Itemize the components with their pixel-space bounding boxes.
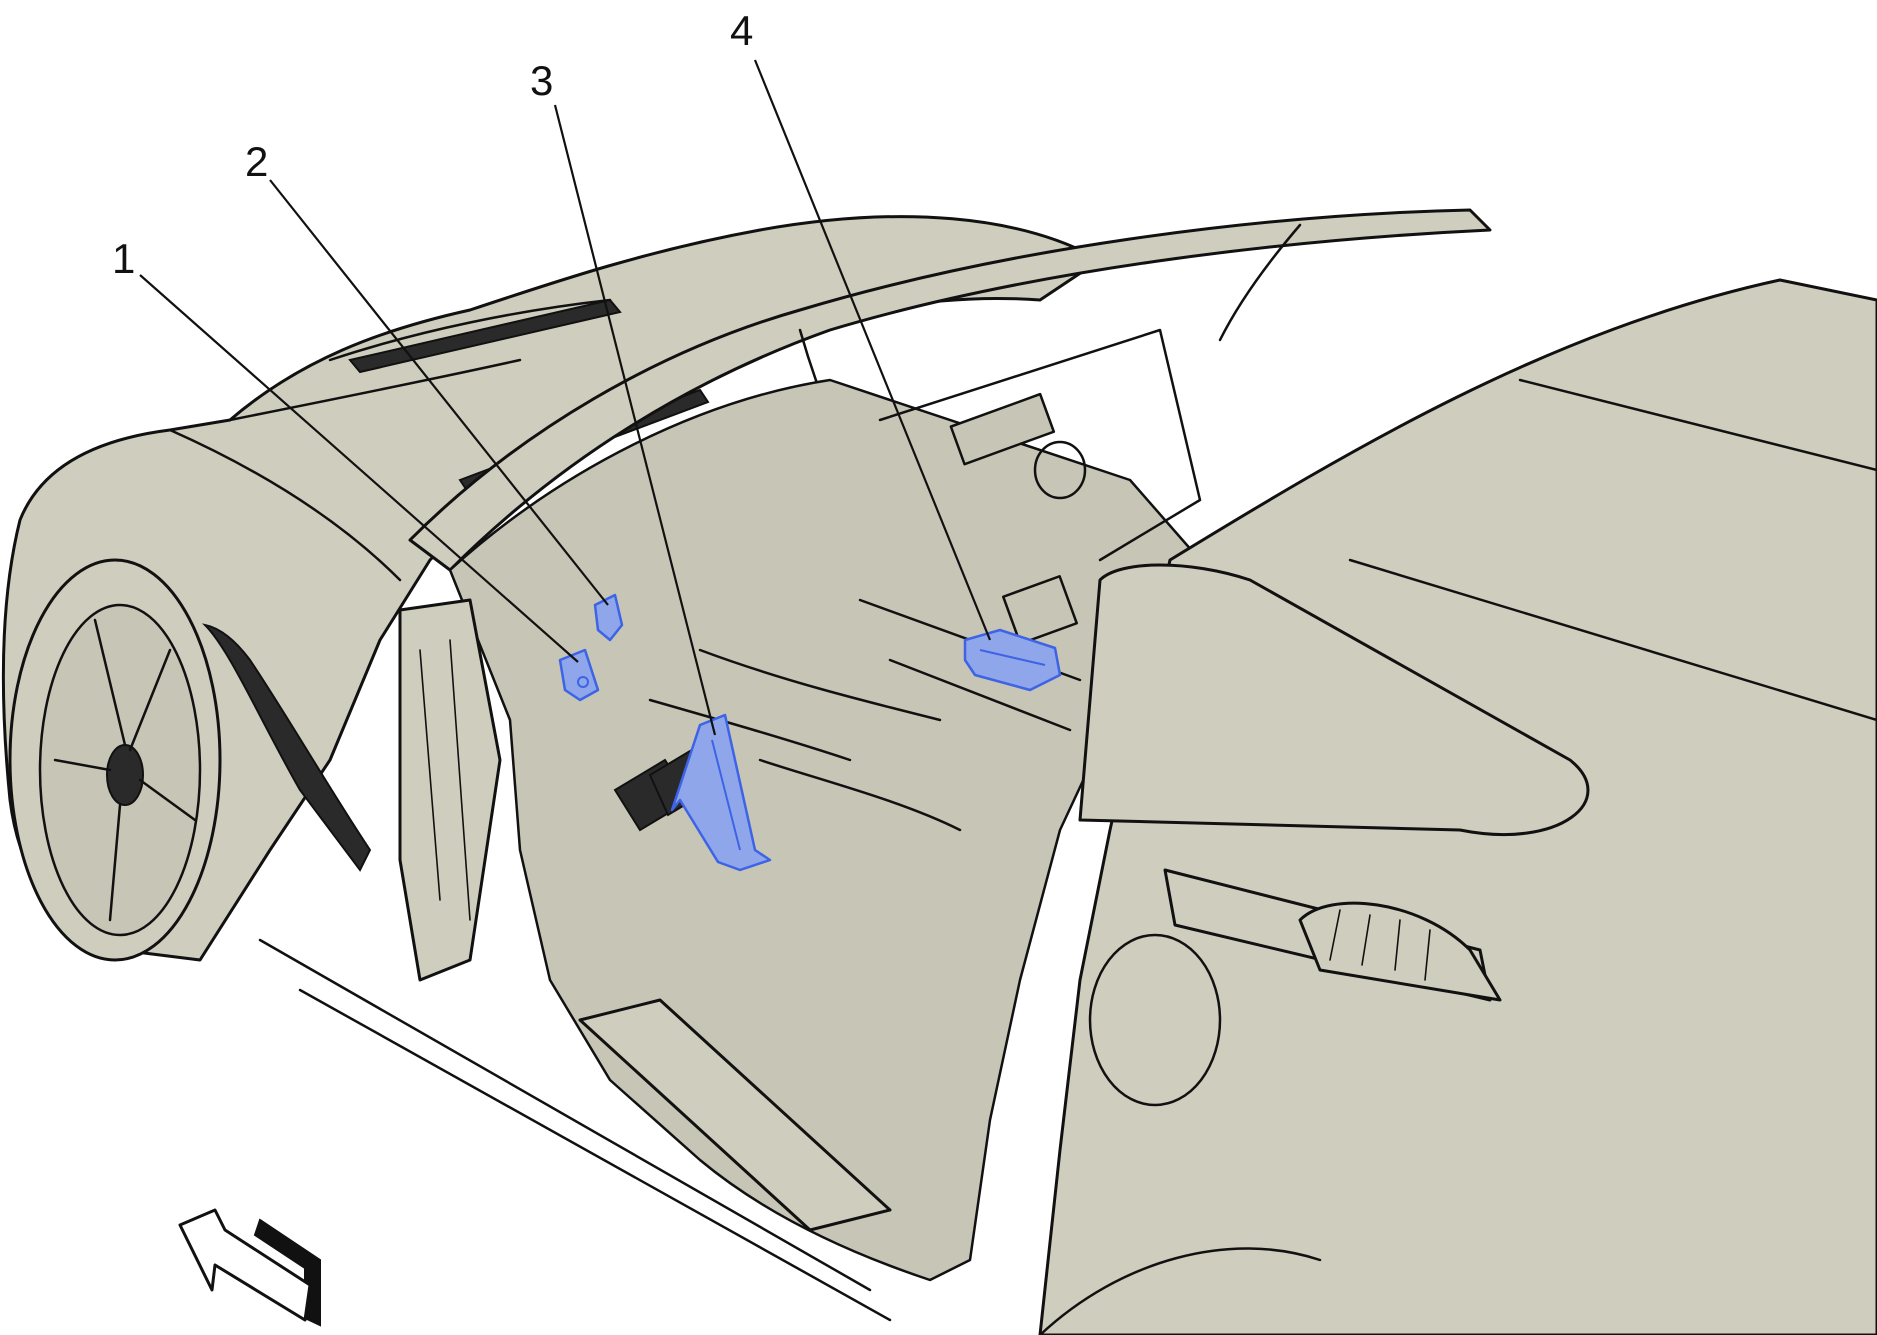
forward-direction-arrow-icon [178, 1208, 321, 1327]
leader-line-4 [753, 59, 992, 641]
callout-4: 4 [730, 7, 753, 54]
rear-quarter-panel [1038, 278, 1877, 1335]
cabin-interior [258, 328, 1202, 1322]
component-3-accelerator-pedal-highlight [670, 713, 772, 872]
fender-side-vent [201, 623, 372, 872]
component-4-module-highlight [963, 628, 1062, 692]
leader-line-1 [139, 274, 579, 663]
callout-1: 1 [112, 235, 135, 282]
component-2-highlight [593, 593, 624, 642]
callout-2: 2 [245, 138, 268, 185]
callout-3: 3 [530, 57, 553, 104]
front-wheel [8, 558, 222, 962]
leader-lines [139, 59, 992, 736]
leader-line-2 [269, 179, 609, 606]
component-1-highlight [558, 648, 600, 702]
leader-line-3 [553, 104, 717, 736]
